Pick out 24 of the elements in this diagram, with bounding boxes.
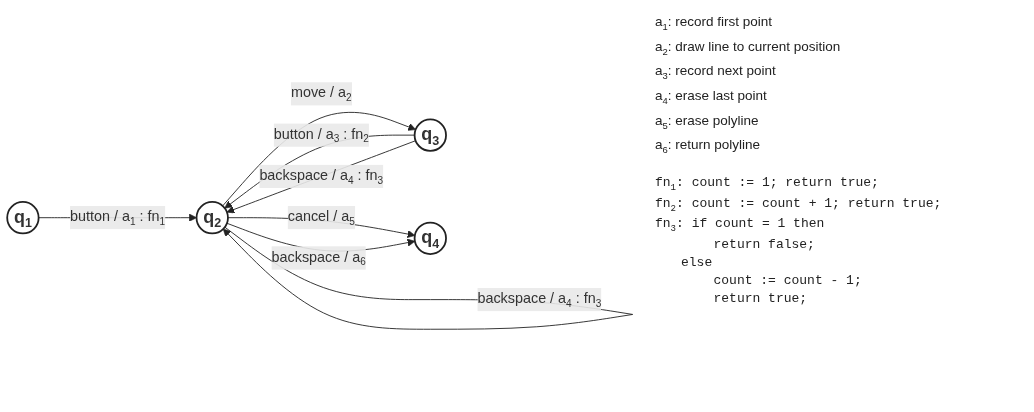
legend-note: a$_{2}$: draw line to current position xyxy=(655,38,842,57)
legend-note: a$_{3}$: record next point xyxy=(655,63,777,82)
node-circle: q$_{2}$ xyxy=(195,201,229,235)
edge-label: button / a$_{3}$ : fn$_{2}$ xyxy=(273,126,369,145)
node-circle: q$_{1}$ xyxy=(6,201,40,235)
code-line: fn$_{2}$: count := count + 1; return true; xyxy=(655,195,943,214)
code-line: count := count - 1; xyxy=(712,272,863,288)
edge-label: move / a$_{2}$ xyxy=(290,85,352,104)
node-circle: q$_{4}$ xyxy=(413,222,447,256)
edge-label: backspace / a$_{4}$ : fn$_{3}$ xyxy=(259,167,384,186)
code-line: return false; xyxy=(712,236,816,252)
legend-note: a$_{4}$: erase last point xyxy=(655,88,768,106)
legend-note: a$_{6}$: return polyline xyxy=(655,137,762,156)
node-circle: q$_{3}$ xyxy=(413,118,447,153)
code-line: fn$_{3}$: if count = 1 then xyxy=(655,216,826,234)
edge-label: button / a$_{1}$ : fn$_{1}$ xyxy=(70,209,166,228)
code-line: fn$_{1}$: count := 1; return true; xyxy=(655,175,880,193)
code-line: return true; xyxy=(712,290,809,306)
legend-note: a$_{1}$: record first point xyxy=(655,14,774,32)
edge-label: cancel / a$_{5}$ xyxy=(287,209,355,228)
code-line: else xyxy=(680,254,714,270)
edge-label: backspace / a$_{4}$ : fn$_{3}$ xyxy=(477,290,602,310)
legend-note: a$_{5}$: erase polyline xyxy=(655,112,760,131)
edge-label: backspace / a$_{6}$ xyxy=(271,249,366,268)
